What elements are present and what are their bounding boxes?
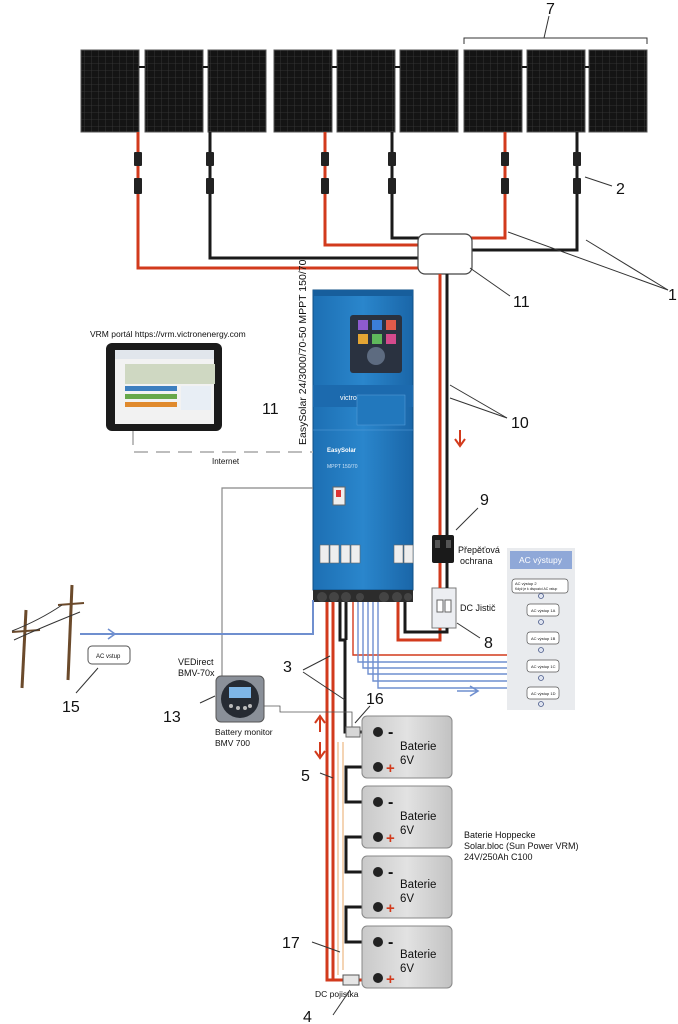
solar-panel <box>80 49 140 133</box>
callout-16: 16 <box>366 691 384 708</box>
callout-15: 15 <box>62 699 80 716</box>
solar-panel <box>463 49 523 133</box>
battery-label: Baterie <box>400 811 436 823</box>
callout-4: 4 <box>303 1009 312 1024</box>
battery-unit: - + Baterie 6V <box>361 855 453 919</box>
solar-panel <box>273 49 333 133</box>
battery-voltage: 6V <box>400 825 414 837</box>
callout-8: 8 <box>484 635 493 652</box>
battery-unit: - + Baterie 6V <box>361 715 453 779</box>
battery-plus-sign: + <box>386 760 395 777</box>
pv-combiner-box <box>417 233 473 275</box>
battery-info-line1: Baterie Hoppecke <box>464 830 536 840</box>
callout-11-vrm: 11 <box>262 401 279 418</box>
vrm-portal-label: VRM portál https://vrm.victronenergy.com <box>90 329 246 339</box>
inverter-front-sub: MPPT 150/70 <box>327 464 358 470</box>
callout-3: 3 <box>283 659 292 676</box>
callout-7: 7 <box>546 1 555 18</box>
ac-output-label: AC výstup 1A <box>531 608 556 613</box>
battery-voltage: 6V <box>400 893 414 905</box>
dc-breaker <box>431 587 457 629</box>
battery-label: Baterie <box>400 949 436 961</box>
ac-outputs-panel: AC výstupy AC výstup 2 Když je k dispozi… <box>507 548 575 710</box>
dc-breaker-label: DC Jistič <box>460 603 496 613</box>
battery-plus-sign: + <box>386 830 395 847</box>
battery-cables <box>264 602 378 982</box>
vedirect-label-line2: BMV-70x <box>178 668 215 678</box>
battery-minus-sign: - <box>388 724 393 741</box>
bmv-label-line2: BMV 700 <box>215 738 250 748</box>
battery-info-line2: Solar.bloc (Sun Power VRM) <box>464 841 579 851</box>
vedirect-label-line1: VEDirect <box>178 657 214 667</box>
dc-fuse <box>342 974 360 986</box>
battery-minus-sign: - <box>388 864 393 881</box>
solar-panel <box>526 49 586 133</box>
battery-monitor-device <box>215 675 265 723</box>
solar-array <box>80 49 648 133</box>
battery-plus-sign: + <box>386 900 395 917</box>
battery-bank: - + Baterie 6V - + Baterie 6V - + Bateri… <box>361 715 453 989</box>
ac-panel-header: AC výstupy <box>519 555 563 565</box>
ac-output-label: AC výstup 1C <box>531 664 556 669</box>
battery-label: Baterie <box>400 741 436 753</box>
solar-panel <box>336 49 396 133</box>
battery-plus-sign: + <box>386 971 395 988</box>
callout-5: 5 <box>301 768 310 785</box>
ac-output-label: AC výstup 1B <box>531 636 556 641</box>
ac-input-box-label: AC vstup <box>96 654 121 660</box>
ac-output-box <box>526 631 560 645</box>
battery-shunt <box>345 726 361 738</box>
callout-1: 1 <box>668 287 677 304</box>
ac-output-box <box>526 659 560 673</box>
ac-output-note: Když je k dispozici AC vstup <box>515 587 557 591</box>
callout-9: 9 <box>480 492 489 509</box>
callout-2: 2 <box>616 181 625 198</box>
callout-numbers: 7 2 1 11 10 11 9 8 3 16 5 17 4 13 15 <box>62 1 677 1024</box>
solar-panel <box>588 49 648 133</box>
battery-voltage: 6V <box>400 963 414 975</box>
battery-unit: - + Baterie 6V <box>361 925 453 989</box>
inverter-front-title: EasySolar <box>327 448 357 454</box>
dc-fuse-label: DC pojistka <box>315 989 359 999</box>
ac-output-box <box>526 603 560 617</box>
ac-input-box <box>87 645 131 665</box>
surge-label-line1: Přepěťová <box>458 545 500 555</box>
easysolar-inverter: victron energy EasySolar MPPT 150/70 <box>312 289 414 602</box>
bmv-label-line1: Battery monitor <box>215 727 273 737</box>
solar-panel <box>144 49 204 133</box>
callout-leaders <box>75 176 669 1016</box>
ac-output-box <box>526 686 560 700</box>
battery-minus-sign: - <box>388 934 393 951</box>
battery-voltage: 6V <box>400 755 414 767</box>
battery-info-line3: 24V/250Ah C100 <box>464 852 533 862</box>
battery-minus-sign: - <box>388 794 393 811</box>
inverter-model-label: EasySolar 24/3000/70-50 MPPT 150/70 <box>297 259 309 445</box>
callout-10: 10 <box>511 415 529 432</box>
surge-protection <box>432 535 454 563</box>
callout-17: 17 <box>282 935 300 952</box>
pv-string-cables <box>134 132 581 270</box>
internet-label: Internet <box>212 457 240 466</box>
solar-panel <box>207 49 267 133</box>
battery-label: Baterie <box>400 879 436 891</box>
ac-output-box <box>511 578 569 594</box>
battery-unit: - + Baterie 6V <box>361 785 453 849</box>
solar-panel <box>399 49 459 133</box>
callout-11-combiner: 11 <box>513 294 530 311</box>
vrm-tablet <box>106 343 222 431</box>
ac-output-label: AC výstup 2 <box>515 581 537 586</box>
ac-output-label: AC výstup 1D <box>531 691 556 696</box>
callout-13: 13 <box>163 709 181 726</box>
surge-label-line2: ochrana <box>460 556 493 566</box>
